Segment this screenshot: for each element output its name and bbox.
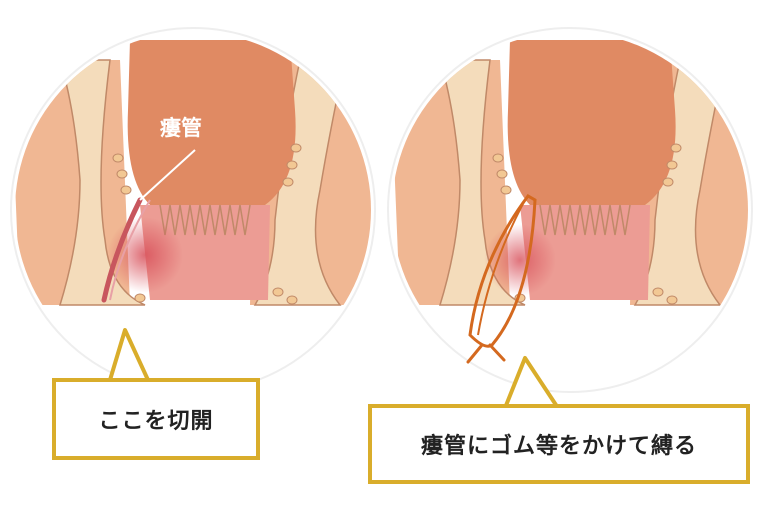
rubber-band-seton xyxy=(468,194,537,348)
fistula-tract xyxy=(101,197,143,303)
fistula-pointer-line xyxy=(139,149,196,201)
seton-callout: 瘻管にゴム等をかけて縛る xyxy=(368,404,750,484)
rectum xyxy=(127,40,296,205)
fistula-label: 瘻管 xyxy=(160,116,202,140)
incision-callout-text: ここを切開 xyxy=(98,409,214,434)
seton-knot xyxy=(466,343,506,364)
incision-callout: ここを切開 xyxy=(52,378,260,460)
right-anatomy-illustration xyxy=(387,27,753,410)
left-anatomy-illustration xyxy=(10,27,376,393)
seton-callout-text: 瘻管にゴム等をかけて縛る xyxy=(420,434,697,459)
left-fat-band xyxy=(58,59,146,306)
fistula-tract-highlight xyxy=(109,199,151,301)
